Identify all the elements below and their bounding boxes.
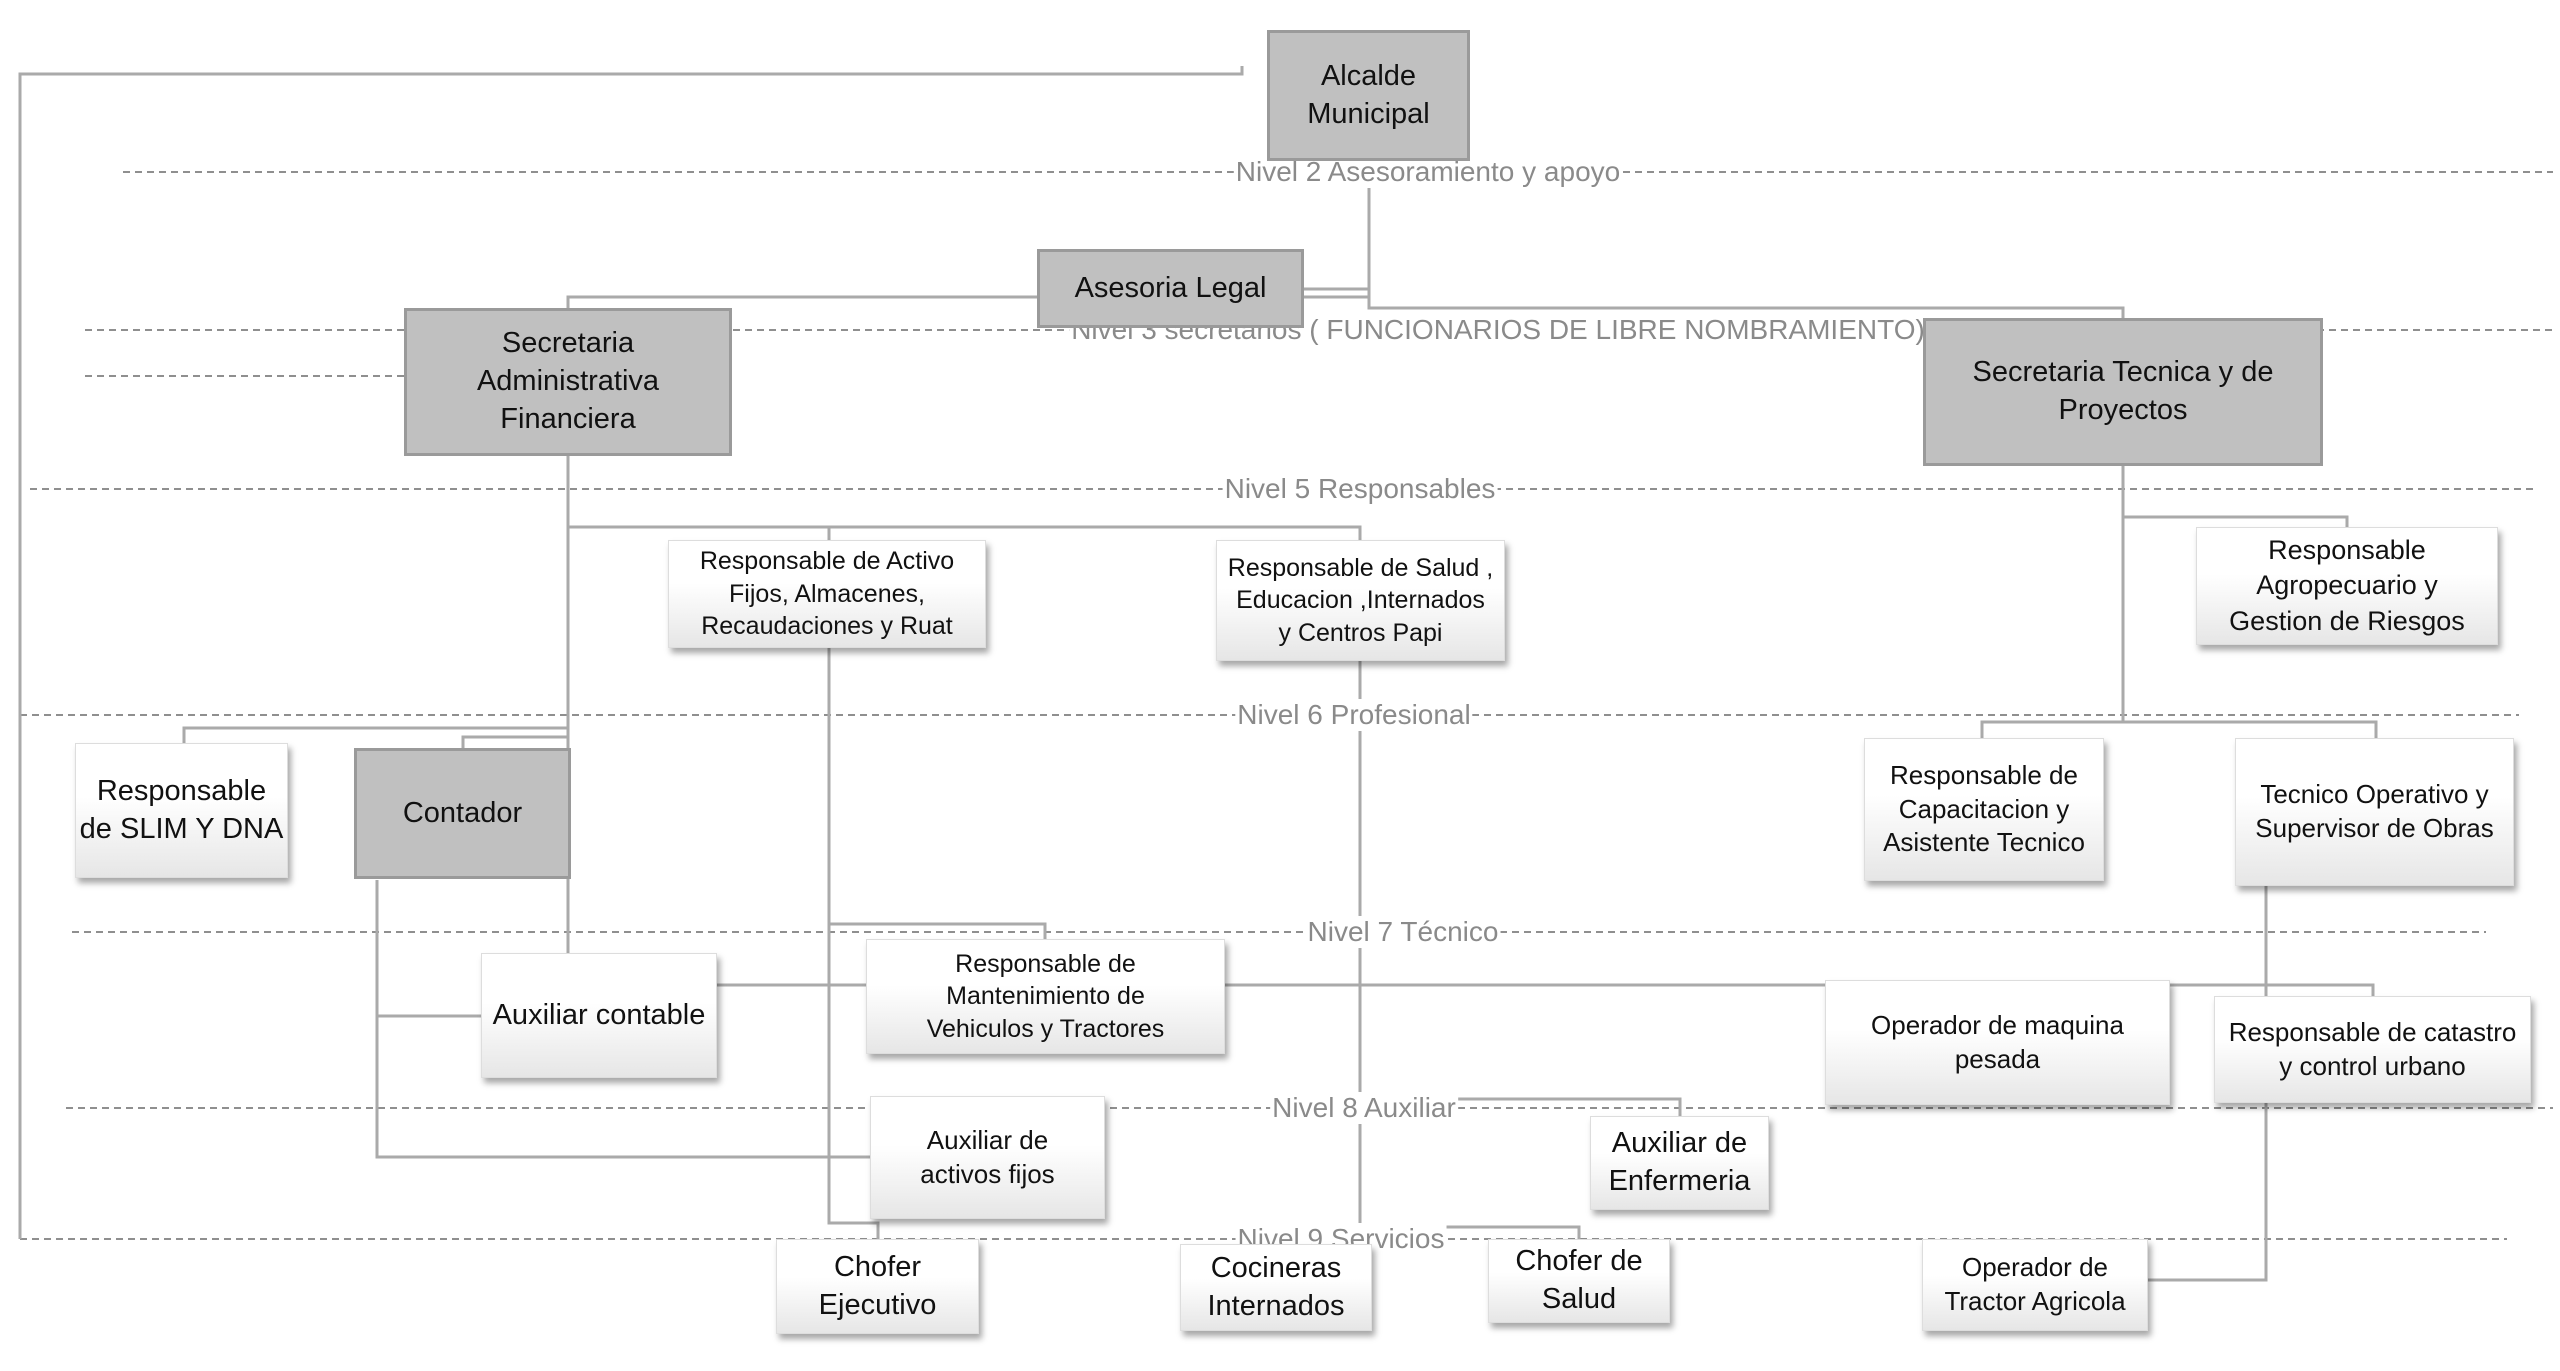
box-operador-maquina-pesada: Operador de maquina pesada	[1825, 980, 2170, 1105]
box-responsable-slim: Responsable de SLIM Y DNA	[75, 743, 288, 878]
level-6-label: Nivel 6 Profesional	[1235, 699, 1473, 731]
box-responsable-mantenimiento: Responsable de Mantenimiento de Vehiculo…	[866, 939, 1225, 1054]
box-contador: Contador	[354, 748, 571, 879]
box-responsable-salud: Responsable de Salud , Educacion ,Intern…	[1216, 540, 1505, 661]
level-8-label: Nivel 8 Auxiliar	[1270, 1092, 1458, 1124]
box-tecnico-operativo: Tecnico Operativo y Supervisor de Obras	[2235, 738, 2514, 886]
box-secretaria-tecnica: Secretaria Tecnica y de Proyectos	[1923, 318, 2323, 466]
box-auxiliar-enfermeria: Auxiliar de Enfermeria	[1590, 1116, 1769, 1210]
level-2-label: Nivel 2 Asesoramiento y apoyo	[1233, 156, 1623, 188]
box-responsable-activos: Responsable de Activo Fijos, Almacenes, …	[668, 540, 986, 648]
box-auxiliar-activos-fijos: Auxiliar de activos fijos	[870, 1096, 1105, 1219]
box-auxiliar-contable: Auxiliar contable	[481, 953, 717, 1078]
box-alcalde-municipal: Alcalde Municipal	[1267, 30, 1470, 161]
box-asesoria-legal: Asesoria Legal	[1037, 249, 1304, 328]
box-responsable-catastro: Responsable de catastro y control urbano	[2214, 996, 2531, 1103]
box-chofer-salud: Chofer de Salud	[1488, 1239, 1670, 1323]
box-secretaria-administrativa: Secretaria Administrativa Financiera	[404, 308, 732, 456]
box-chofer-ejecutivo: Chofer Ejecutivo	[776, 1239, 979, 1334]
box-responsable-capacitacion: Responsable de Capacitacion y Asistente …	[1864, 738, 2104, 881]
box-operador-tractor: Operador de Tractor Agricola	[1922, 1239, 2148, 1331]
box-cocineras-internados: Cocineras Internados	[1180, 1244, 1372, 1331]
box-responsable-agropecuario: Responsable Agropecuario y Gestion de Ri…	[2196, 527, 2498, 645]
level-7-label: Nivel 7 Técnico	[1305, 916, 1501, 948]
level-5-label: Nivel 5 Responsables	[1222, 473, 1498, 505]
